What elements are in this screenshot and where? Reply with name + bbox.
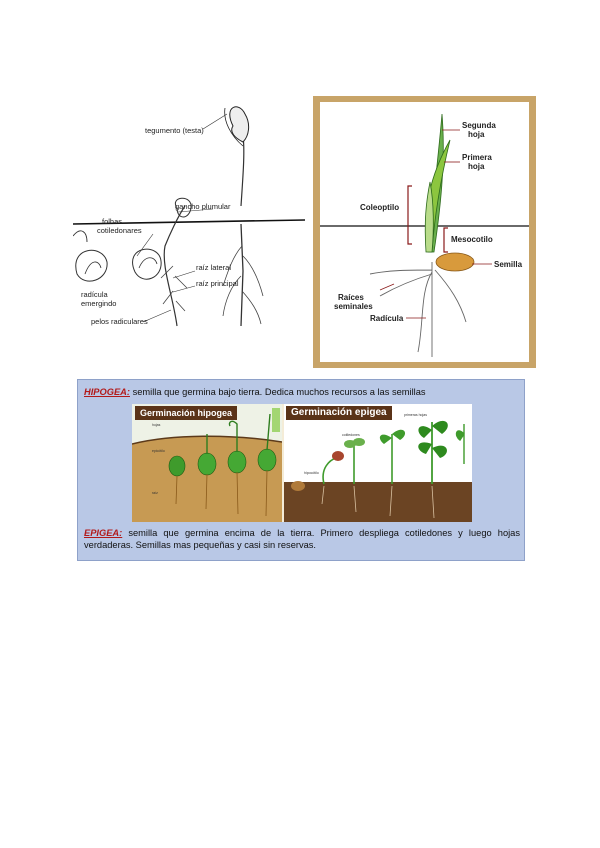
- hipogea-term: HIPOGEA:: [84, 387, 130, 397]
- epigea-svg: cotiledones primeras hojas hipocótilo: [284, 404, 472, 522]
- hipogea-paragraph: HIPOGEA: semilla que germina bajo tierra…: [84, 386, 520, 398]
- seed-with-cotyledons: [133, 249, 162, 279]
- monocot-seedling-svg: Segunda hoja Primera hoja Coleoptilo Mes…: [320, 102, 529, 362]
- label-segunda-1: Segunda: [462, 121, 496, 130]
- label-primera-1: Primera: [462, 153, 492, 162]
- germination-illustration: hojas epicótilo raíz Germinación hipogea: [132, 404, 472, 522]
- label-mesocotilo: Mesocotilo: [451, 235, 493, 244]
- label-raices-2: seminales: [334, 302, 373, 311]
- svg-text:cotiledones: cotiledones: [342, 433, 360, 437]
- label-gancho-plumular: gancho plumular: [175, 202, 231, 211]
- hipogea-svg: hojas epicótilo raíz: [132, 404, 282, 522]
- label-radicula: Radícula: [370, 314, 404, 323]
- epigea-term: EPIGEA:: [84, 528, 122, 538]
- label-raiz-lateral: raíz lateral: [196, 263, 231, 272]
- monocot-seedling-figure: Segunda hoja Primera hoja Coleoptilo Mes…: [313, 96, 536, 368]
- coleoptile: [425, 182, 433, 252]
- label-raices-1: Raíces: [338, 293, 364, 302]
- svg-text:hojas: hojas: [152, 423, 161, 427]
- label-tegumento: tegumento (testa): [145, 126, 204, 135]
- svg-text:hipocótilo: hipocótilo: [304, 471, 319, 475]
- main-root: [241, 224, 243, 326]
- label-radicula-2: emergindo: [81, 299, 116, 308]
- seminal-roots: [370, 262, 466, 357]
- label-folhas-2: cotiledonares: [97, 226, 142, 235]
- epigea-definition: semilla que germina encima de la tierra.…: [84, 528, 520, 550]
- hipogea-definition: semilla que germina bajo tierra. Dedica …: [130, 387, 426, 397]
- label-folhas-1: folhas: [102, 217, 122, 226]
- hypocotyl-stem: [241, 136, 244, 206]
- monocot-figure-panel: Segunda hoja Primera hoja Coleoptilo Mes…: [320, 102, 529, 362]
- epigea-paragraph: EPIGEA: semilla que germina encima de la…: [84, 527, 520, 551]
- label-coleoptilo: Coleoptilo: [360, 203, 399, 212]
- label-semilla: Semilla: [494, 260, 523, 269]
- seedling-sketch-svg: tegumento (testa) gancho plumular folhas…: [73, 96, 313, 341]
- germination-info-box: HIPOGEA: semilla que germina bajo tierra…: [77, 379, 525, 561]
- testa-seed-coat: [230, 107, 249, 142]
- svg-text:raíz: raíz: [152, 491, 158, 495]
- label-primera-2: hoja: [468, 162, 485, 171]
- epigea-panel: cotiledones primeras hojas hipocótilo Ge…: [284, 404, 472, 522]
- soil-epigea: [284, 482, 472, 522]
- hipogea-panel: hojas epicótilo raíz Germinación hipogea: [132, 404, 282, 522]
- seed-emerging: [76, 250, 107, 281]
- svg-text:primeras hojas: primeras hojas: [404, 413, 427, 417]
- seedling-sketch-figure: tegumento (testa) gancho plumular folhas…: [73, 96, 313, 341]
- svg-text:epicótilo: epicótilo: [152, 449, 165, 453]
- label-raiz-principal: raíz principal: [196, 279, 239, 288]
- banner-epigea: Germinación epigea: [286, 406, 392, 420]
- banner-hipogea: Germinación hipogea: [135, 406, 237, 420]
- label-radicula-1: radícula: [81, 290, 109, 299]
- label-segunda-2: hoja: [468, 130, 485, 139]
- seed-kernel: [436, 253, 474, 271]
- label-pelos: pelos radiculares: [91, 317, 148, 326]
